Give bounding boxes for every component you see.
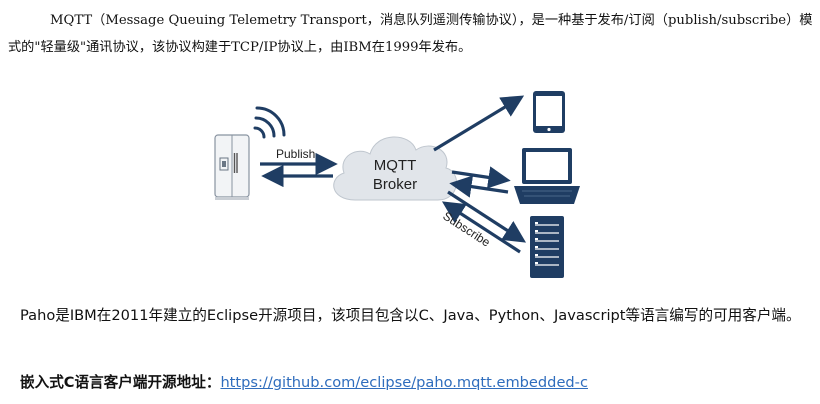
server-icon	[530, 216, 564, 278]
mqtt-architecture-diagram: Publish MQTT Broker Subscribe	[214, 91, 580, 278]
broker-to-server-arrow	[447, 190, 527, 243]
laptop-icon	[514, 148, 580, 204]
broker-label-line1: MQTT	[374, 157, 417, 174]
wifi-signal-icon	[253, 106, 286, 139]
paho-paragraph: Paho是IBM在2011年建立的Eclipse开源项目，该项目包含以C、Jav…	[20, 307, 801, 324]
source-line: 嵌入式C语言客户端开源地址：https://github.com/eclipse…	[20, 373, 810, 393]
source-label: 嵌入式C语言客户端开源地址：	[20, 374, 221, 391]
fridge-icon	[214, 134, 250, 200]
phone-icon	[533, 91, 565, 133]
intro-paragraph: MQTT（Message Queuing Telemetry Transport…	[8, 13, 813, 55]
source-link[interactable]: https://github.com/eclipse/paho.mqtt.emb…	[220, 374, 588, 391]
publish-label: Publish	[276, 147, 315, 161]
broker-cloud: MQTT Broker	[333, 136, 457, 201]
laptop-to-broker-arrow	[449, 175, 509, 198]
server-to-broker-arrow	[441, 201, 521, 254]
broker-to-laptop-arrow	[451, 166, 511, 189]
broker-to-phone-arrow	[433, 95, 525, 152]
broker-label-line2: Broker	[373, 176, 417, 193]
